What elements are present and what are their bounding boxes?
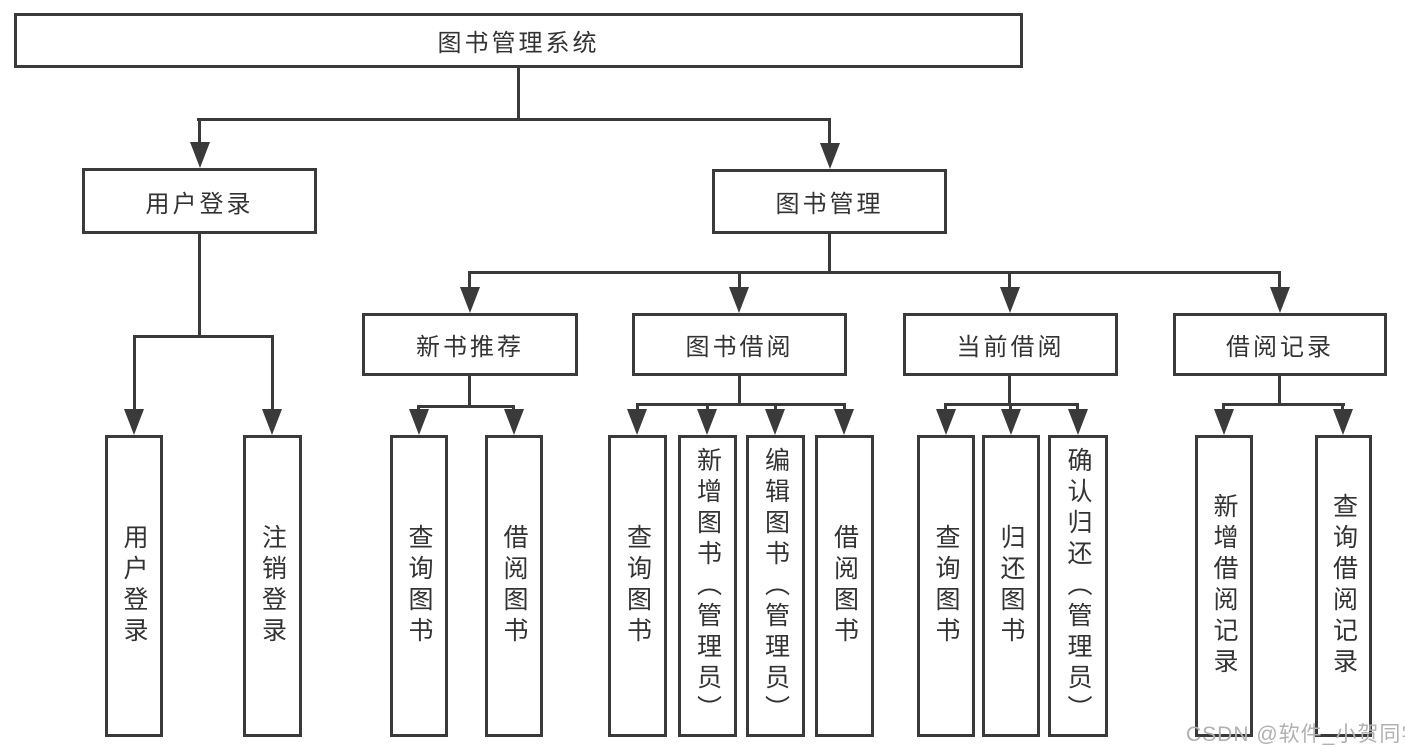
root-box: 图书管理系统 [14,13,1023,68]
connector-user-login-trunk [198,234,201,337]
section-current-borrow-label: 当前借阅 [956,334,1065,361]
leaf-bb-query-label: 查询图书 [623,524,652,648]
leaf-nb-borrow-label: 借阅图书 [500,524,528,648]
leaf-br-query-label: 查询借阅记录 [1329,493,1358,679]
connector-to-user-login [198,118,201,146]
connector-to-book-management [828,118,831,146]
leaf-br-add-box: 新增借阅记录 [1195,435,1253,737]
connector-new-book-trunk [468,376,471,407]
section-new-book-box: 新书推荐 [362,313,578,376]
connector-to-cb-confirm [1076,403,1079,411]
connector-new-book-split [417,405,515,408]
arrowhead-cb-confirm [1068,409,1088,435]
leaf-bb-add-label: 新增图书（管理员） [693,446,722,726]
arrowhead-cb-query [936,409,956,435]
connector-to-new-book [468,271,471,289]
arrowhead-nb-borrow [504,409,524,435]
branch-user-login-label: 用户登录 [145,190,254,218]
connector-to-current-borrow [1008,271,1011,289]
section-borrow-record-label: 借阅记录 [1226,334,1334,361]
arrowhead-book-management [820,143,840,169]
connector-to-cb-query [944,403,947,411]
leaf-cb-return-label: 归还图书 [997,524,1025,648]
leaf-nb-query-label: 查询图书 [405,524,433,648]
leaf-bb-borrow-label: 借阅图书 [830,524,859,648]
connector-book-borrow-trunk [738,376,741,405]
leaf-cb-query-box: 查询图书 [917,435,975,737]
arrowhead-borrow-record [1270,287,1290,313]
connector-root-trunk [517,68,520,120]
arrowhead-bb-edit [765,409,785,435]
connector-to-bb-query [636,403,639,411]
connector-to-bb-add [706,403,709,411]
arrowhead-bb-query [627,409,647,435]
arrowhead-bb-borrow [834,409,854,435]
arrowhead-bb-add [697,409,717,435]
leaf-br-add-label: 新增借阅记录 [1210,493,1238,679]
section-current-borrow-box: 当前借阅 [903,313,1118,376]
arrowhead-nb-query [409,409,429,435]
arrowhead-br-add [1214,409,1234,435]
leaf-cb-return-box: 归还图书 [982,435,1040,737]
connector-book-borrow-split [636,403,846,406]
section-book-borrow-box: 图书借阅 [632,313,847,376]
section-borrow-record-box: 借阅记录 [1173,313,1387,376]
connector-to-br-add [1222,403,1225,411]
connector-to-leaf-logout [271,335,274,411]
leaf-logout-label: 注销登录 [258,524,287,648]
arrowhead-leaf-logout [262,409,282,435]
connector-borrow-record-split [1224,403,1345,406]
section-new-book-label: 新书推荐 [416,334,524,361]
arrowhead-leaf-user-login [124,409,144,435]
arrowhead-br-query [1333,409,1353,435]
leaf-bb-edit-label: 编辑图书（管理员） [761,446,790,726]
connector-current-borrow-split [945,403,1079,406]
connector-borrow-record-trunk [1278,376,1281,405]
leaf-cb-confirm-label: 确认归还（管理员） [1064,446,1092,726]
arrowhead-book-borrow [729,287,749,313]
connector-to-bb-edit [774,403,777,411]
arrowhead-current-borrow [1000,287,1020,313]
leaf-nb-borrow-box: 借阅图书 [485,435,543,737]
leaf-br-query-box: 查询借阅记录 [1315,435,1372,737]
connector-root-split [197,118,831,121]
connector-book-management-trunk [828,234,831,273]
branch-book-management-label: 图书管理 [775,191,884,218]
csdn-watermark: CSDN @软件_小贺同学 [1186,723,1405,746]
connector-user-login-split [133,335,274,338]
leaf-cb-query-label: 查询图书 [932,524,960,648]
leaf-bb-query-box: 查询图书 [608,435,667,737]
root-label: 图书管理系统 [437,30,600,57]
leaf-user-login-label: 用户登录 [120,524,148,648]
leaf-bb-edit-box: 编辑图书（管理员） [746,435,805,737]
connector-to-leaf-user-login [133,335,136,411]
leaf-user-login-box: 用户登录 [105,435,163,737]
connector-to-borrow-record [1278,271,1281,289]
connector-to-bb-borrow [843,403,846,411]
arrowhead-new-book [460,287,480,313]
arrowhead-user-login [190,142,210,168]
leaf-bb-borrow-box: 借阅图书 [815,435,874,737]
branch-book-management-box: 图书管理 [712,169,947,234]
connector-to-br-query [1341,403,1344,411]
leaf-logout-box: 注销登录 [243,435,302,737]
leaf-nb-query-box: 查询图书 [390,435,448,737]
connector-current-borrow-trunk [1008,376,1011,405]
connector-book-management-split [469,271,1281,274]
section-book-borrow-label: 图书借阅 [685,334,794,361]
connector-to-cb-return [1009,403,1012,411]
connector-to-book-borrow [738,271,741,289]
leaf-cb-confirm-box: 确认归还（管理员） [1048,435,1108,737]
leaf-bb-add-box: 新增图书（管理员） [678,435,737,737]
arrowhead-cb-return [1001,409,1021,435]
branch-user-login-box: 用户登录 [82,168,317,234]
